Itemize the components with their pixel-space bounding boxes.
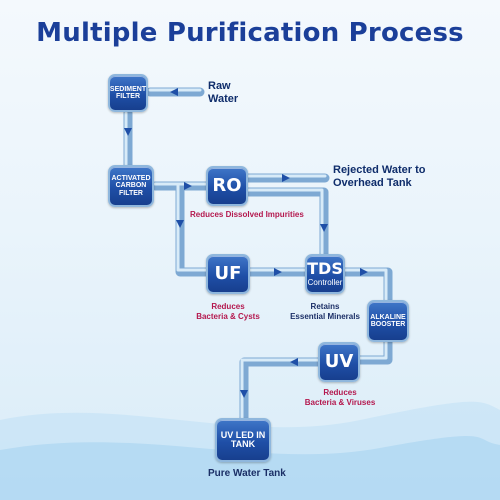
alkaline-booster-label: Alkaline Booster [370, 313, 406, 328]
pipe-alkaline-uv [355, 337, 393, 365]
arrow-ro-down [320, 224, 328, 232]
rejected-water-label: Rejected Water to Overhead Tank [333, 164, 426, 190]
tds-desc-line-2: Essential Minerals [290, 312, 360, 321]
arrow-uv-left [290, 358, 298, 366]
uv-led-tank-box: UV LED In Tank [215, 418, 271, 462]
page-title: Multiple Purification Process [36, 18, 464, 48]
arrow-carbon-down [176, 220, 184, 228]
arrow-reject [282, 174, 290, 182]
uf-description: Reduces Bacteria & Cysts [188, 302, 268, 322]
uf-desc-line-1: Reduces [211, 302, 245, 311]
carbon-filter-box: Activated Carbon Filter [108, 165, 154, 207]
raw-water-label: Raw Water [208, 80, 238, 106]
pipe-ro-tds [243, 187, 329, 263]
uv-box: UV [318, 342, 360, 382]
tds-description: Retains Essential Minerals [280, 302, 370, 322]
raw-line-1: Raw [208, 80, 231, 92]
arrow-raw [170, 88, 178, 96]
raw-line-2: Water [208, 93, 239, 105]
uf-label: UF [214, 262, 242, 284]
pipe-tds-alkaline [340, 267, 393, 305]
sediment-filter-label: Sediment Filter [109, 85, 147, 100]
tds-desc-line-1: Retains [310, 302, 340, 311]
arrow-sediment-down [124, 128, 132, 136]
arrow-tank-down [240, 390, 248, 398]
arrow-uf-tds [274, 268, 282, 276]
uf-desc-line-2: Bacteria & Cysts [196, 312, 260, 321]
pipe-carbon-uf [175, 181, 211, 277]
rejected-line-1: Rejected Water to [333, 164, 426, 176]
uf-box: UF [206, 254, 250, 294]
alkaline-booster-box: Alkaline Booster [367, 300, 409, 342]
ro-label: RO [212, 174, 242, 196]
arrow-tds-alk [360, 268, 368, 276]
uv-desc-line-1: Reduces [323, 388, 357, 397]
ro-description: Reduces Dissolved Impurities [190, 210, 320, 220]
tds-controller-box: TDS Controller [305, 254, 345, 294]
arrow-carbon-ro [184, 182, 192, 190]
uv-led-tank-label: UV LED In Tank [220, 429, 266, 449]
uv-label: UV [324, 350, 354, 372]
uv-desc-line-2: Bacteria & Viruses [304, 398, 376, 407]
ro-desc-text: Reduces Dissolved Impurities [190, 210, 304, 219]
tds-label: TDS [307, 258, 343, 278]
tds-sub-label: Controller [307, 277, 343, 287]
ro-box: RO [206, 166, 248, 206]
rejected-line-2: Overhead Tank [333, 177, 412, 189]
uv-description: Reduces Bacteria & Viruses [295, 388, 385, 408]
pure-water-tank-label: Pure Water Tank [208, 468, 286, 479]
sediment-filter-box: Sediment Filter [108, 74, 148, 112]
carbon-filter-label: Activated Carbon Filter [111, 174, 151, 197]
